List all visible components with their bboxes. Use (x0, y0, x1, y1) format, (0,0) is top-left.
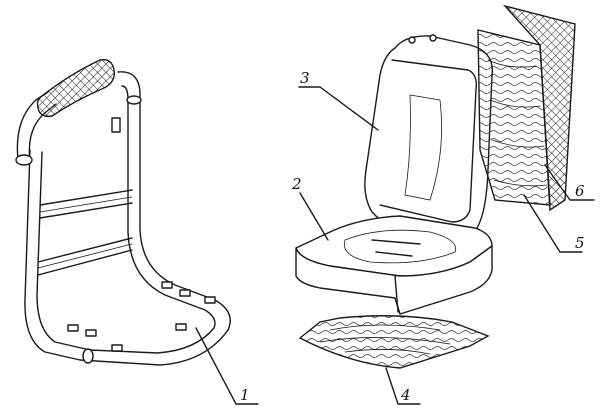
back-rail-lower (37, 237, 133, 276)
seat-cushion-stitch-2 (375, 251, 413, 257)
leader-3 (298, 86, 379, 131)
callout-2: 2 (291, 175, 302, 193)
back-cushion-lumbar-panel (404, 94, 443, 201)
frame-right-tube-outer (117, 71, 231, 331)
leader-2 (299, 192, 329, 241)
bracket-upper-right (111, 117, 121, 133)
seat-frame (15, 59, 231, 366)
frame-right-tube-inner (121, 85, 216, 329)
callout-5: 5 (575, 234, 585, 252)
back-rail-seam (37, 196, 133, 269)
callout-4: 4 (400, 386, 411, 404)
leader-4 (385, 367, 421, 405)
leader-5 (523, 194, 583, 253)
frame-front-tube-inner (89, 327, 215, 354)
seat-base-grain-lines (319, 324, 451, 355)
leader-1 (195, 327, 259, 405)
frame-top-left-bend-outer (16, 91, 49, 161)
callout-3: 3 (300, 69, 310, 87)
callout-1: 1 (240, 386, 250, 404)
frame-front-tube-outer (79, 329, 229, 366)
back-panel (477, 29, 551, 206)
seat-cushion (295, 215, 493, 315)
back-trim (502, 4, 576, 212)
leader-6 (544, 164, 595, 201)
back-cushion (364, 34, 494, 239)
bracket-seat-3 (204, 296, 216, 304)
seat-cushion-stitch-1 (371, 239, 421, 245)
seat-cushion-front-edge (394, 275, 399, 313)
seat-cushion-side (295, 245, 493, 315)
callout-6: 6 (575, 182, 585, 200)
bracket-front-1 (67, 324, 79, 332)
bracket-front-4 (175, 323, 187, 331)
back-cushion-hole-right (429, 34, 437, 42)
frame-front-joint (82, 348, 94, 364)
bracket-seat-1 (161, 281, 173, 289)
seat-cushion-well (343, 229, 457, 264)
bracket-seat-2 (179, 289, 191, 297)
frame-right-joint (126, 95, 142, 105)
seat-base-body (298, 315, 490, 369)
headrest-grip (36, 59, 115, 118)
back-rail-upper (39, 189, 133, 219)
back-cushion-front-face (379, 59, 478, 223)
seat-base (298, 315, 490, 369)
back-trim-body (502, 4, 576, 212)
callout-labels: 1 2 3 4 5 6 (240, 69, 585, 404)
frame-left-joint (15, 154, 33, 166)
frame-left-tube-outer (24, 149, 81, 361)
back-panel-grain-lines (487, 59, 548, 187)
back-panel-body (477, 29, 551, 206)
bracket-front-2 (85, 329, 97, 337)
leader-lines (195, 86, 595, 405)
back-cushion-hole-left (408, 36, 416, 44)
bracket-front-3 (111, 344, 123, 352)
frame-left-tube-inner (36, 151, 91, 351)
